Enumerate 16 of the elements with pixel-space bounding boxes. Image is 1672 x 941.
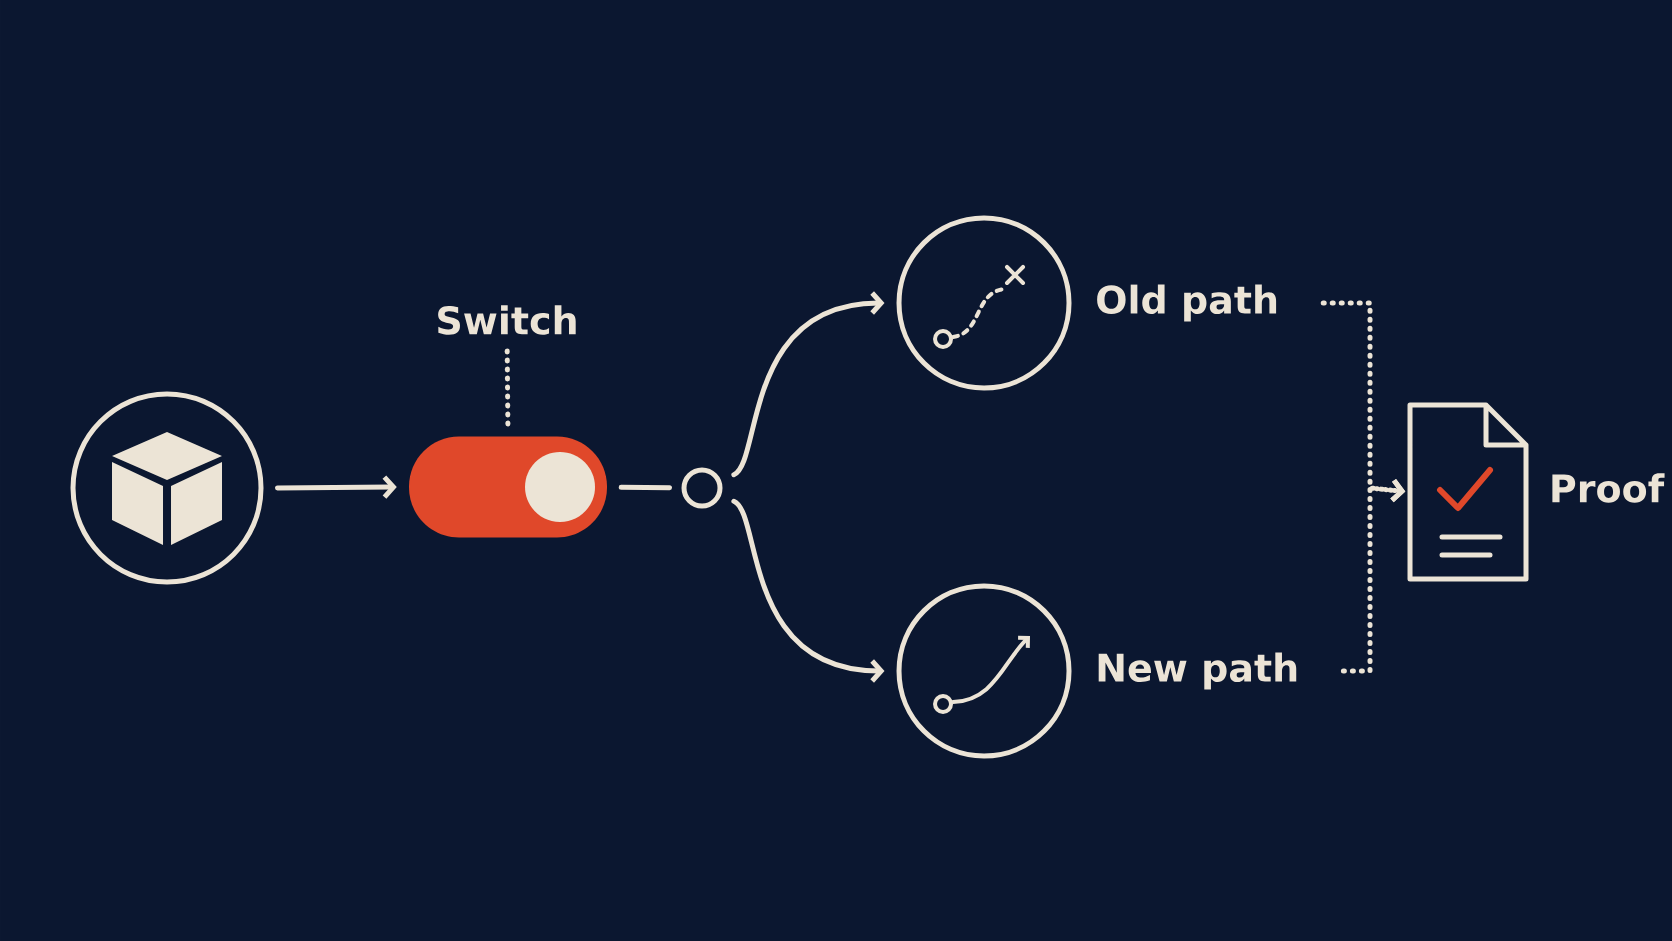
leader-line: [504, 348, 511, 427]
document-icon: [1407, 402, 1529, 582]
arrow: [275, 475, 397, 499]
label-text: New path: [1098, 652, 1297, 690]
label-text: Proof: [1552, 473, 1665, 503]
label-text: Switch: [438, 305, 576, 335]
connector-line: [618, 484, 672, 491]
icon-circle: [896, 583, 1072, 759]
arrow: [1340, 478, 1406, 674]
junction-circle: [681, 467, 723, 509]
arrow: [731, 291, 885, 478]
icon-circle: [70, 391, 264, 585]
label-text: Old path: [1097, 284, 1277, 322]
icon-circle: [896, 215, 1072, 391]
toggle-switch: [409, 436, 607, 538]
arrow: [731, 498, 885, 683]
